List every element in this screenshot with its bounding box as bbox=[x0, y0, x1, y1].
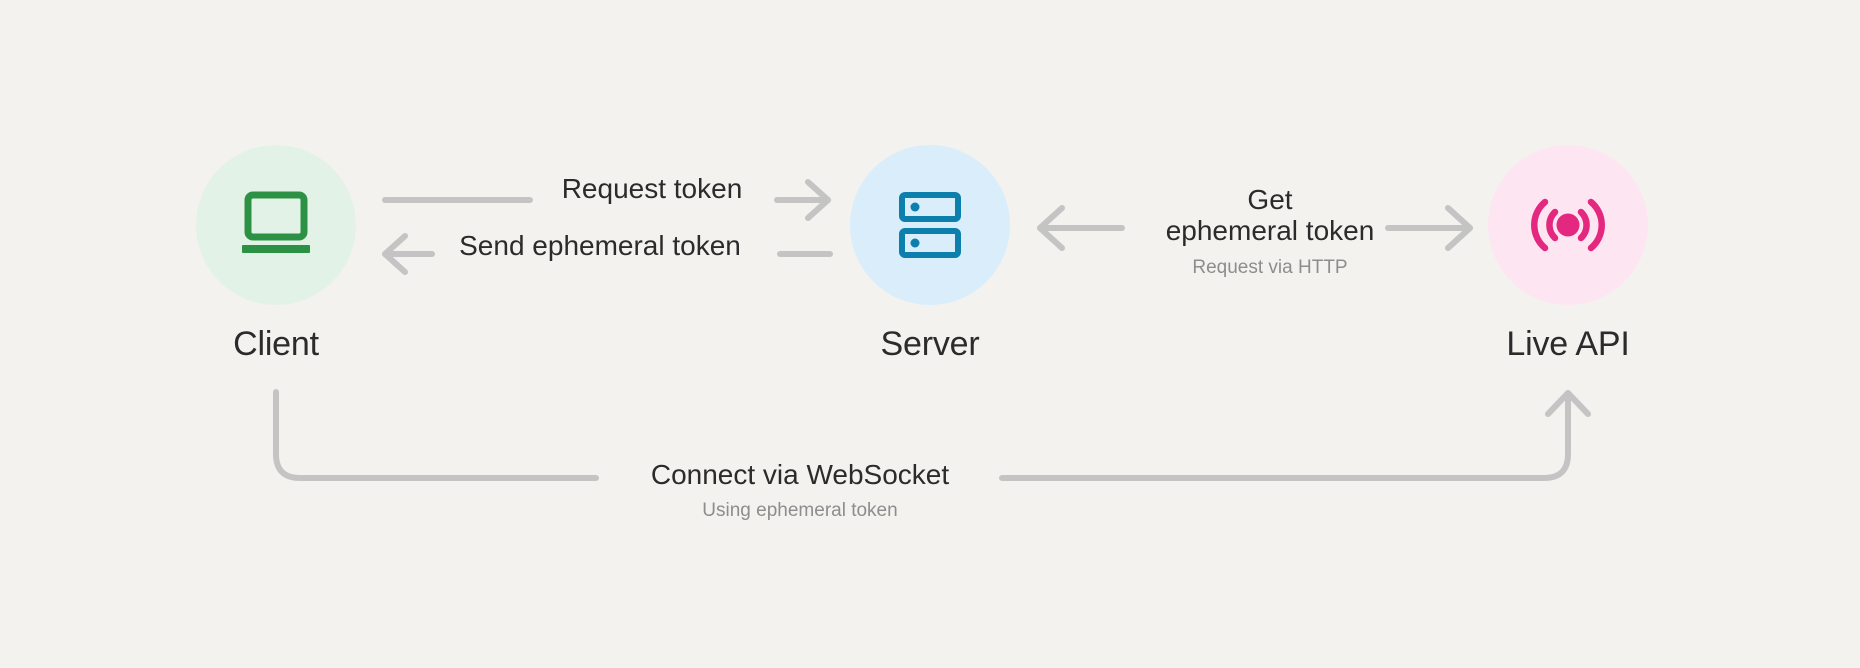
node-live-api-circle bbox=[1488, 145, 1648, 305]
server-rack-icon bbox=[899, 192, 961, 258]
edge-label-get-ephemeral-token-secondary: Request via HTTP bbox=[1192, 256, 1348, 278]
edge-label-send-ephemeral-token: Send ephemeral token bbox=[430, 230, 770, 261]
arrow-get-token-outbound bbox=[1385, 205, 1473, 251]
node-client-circle bbox=[196, 145, 356, 305]
node-server-circle bbox=[850, 145, 1010, 305]
laptop-icon bbox=[242, 191, 310, 253]
edge-label-connect-websocket-secondary: Using ephemeral token bbox=[702, 500, 898, 522]
edge-label-send-ephemeral-token-primary: Send ephemeral token bbox=[459, 230, 741, 261]
edge-label-get-ephemeral-token-line1: Get bbox=[1247, 184, 1293, 215]
edge-label-get-ephemeral-token: Get ephemeral token Request via HTTP bbox=[1150, 184, 1390, 278]
broadcast-signal-icon bbox=[1531, 198, 1605, 252]
edge-label-get-ephemeral-token-line2: ephemeral token bbox=[1165, 215, 1375, 247]
node-live-api-label: Live API bbox=[1506, 325, 1630, 363]
node-live-api[interactable]: Live API bbox=[1488, 145, 1648, 361]
edge-label-connect-websocket-primary: Connect via WebSocket bbox=[650, 459, 950, 490]
arrow-get-token-inbound bbox=[1037, 205, 1125, 251]
edge-label-request-token-primary: Request token bbox=[561, 173, 743, 204]
node-server[interactable]: Server bbox=[850, 145, 1010, 361]
node-client-label: Client bbox=[233, 325, 319, 363]
node-server-label: Server bbox=[880, 325, 980, 363]
node-client[interactable]: Client bbox=[196, 145, 356, 361]
edge-label-request-token: Request token bbox=[532, 173, 772, 204]
edge-label-connect-websocket: Connect via WebSocket Using ephemeral to… bbox=[600, 459, 1000, 522]
